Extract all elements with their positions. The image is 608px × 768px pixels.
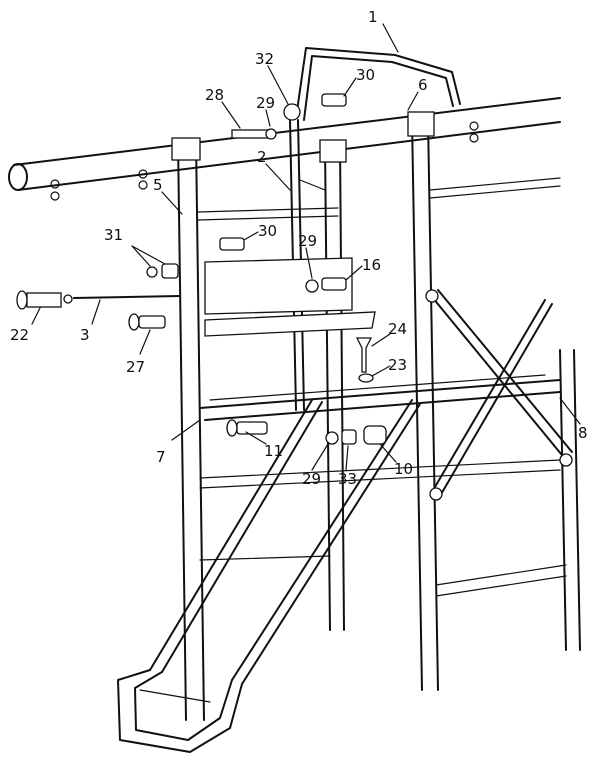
callout-31: 31 bbox=[104, 226, 123, 244]
callout-32: 32 bbox=[255, 50, 274, 68]
left-posts bbox=[171, 137, 205, 721]
callout-29: 29 bbox=[298, 232, 317, 250]
top-rail bbox=[8, 97, 561, 191]
callout-30: 30 bbox=[356, 66, 375, 84]
callout-33: 33 bbox=[338, 470, 357, 488]
callout-5: 5 bbox=[153, 176, 163, 194]
callout-2: 2 bbox=[257, 148, 267, 166]
hardware bbox=[16, 93, 387, 445]
callout-3: 3 bbox=[80, 326, 90, 344]
callout-24: 24 bbox=[388, 320, 407, 338]
callout-8: 8 bbox=[578, 424, 588, 442]
callout-23: 23 bbox=[388, 356, 407, 374]
callout-16: 16 bbox=[362, 256, 381, 274]
callout-29: 29 bbox=[302, 470, 321, 488]
callout-22: 22 bbox=[10, 326, 29, 344]
deck bbox=[199, 257, 561, 421]
center-posts bbox=[319, 139, 347, 631]
callout-10: 10 bbox=[394, 460, 413, 478]
right-posts bbox=[407, 111, 581, 691]
callout-28: 28 bbox=[205, 86, 224, 104]
leader-lines bbox=[31, 23, 581, 471]
callout-27: 27 bbox=[126, 358, 145, 376]
callout-7: 7 bbox=[156, 448, 166, 466]
handle-1 bbox=[295, 47, 461, 121]
rail-hooks bbox=[50, 121, 479, 201]
callout-1: 1 bbox=[368, 8, 378, 26]
callout-30: 30 bbox=[258, 222, 277, 240]
callout-11: 11 bbox=[264, 442, 283, 460]
callout-29: 29 bbox=[256, 94, 275, 112]
slide bbox=[117, 399, 421, 753]
callout-6: 6 bbox=[418, 76, 428, 94]
cross-braces bbox=[425, 289, 573, 501]
callout-labels: 1 32 30 6 28 29 2 5 31 30 29 16 22 3 27 … bbox=[10, 8, 588, 488]
